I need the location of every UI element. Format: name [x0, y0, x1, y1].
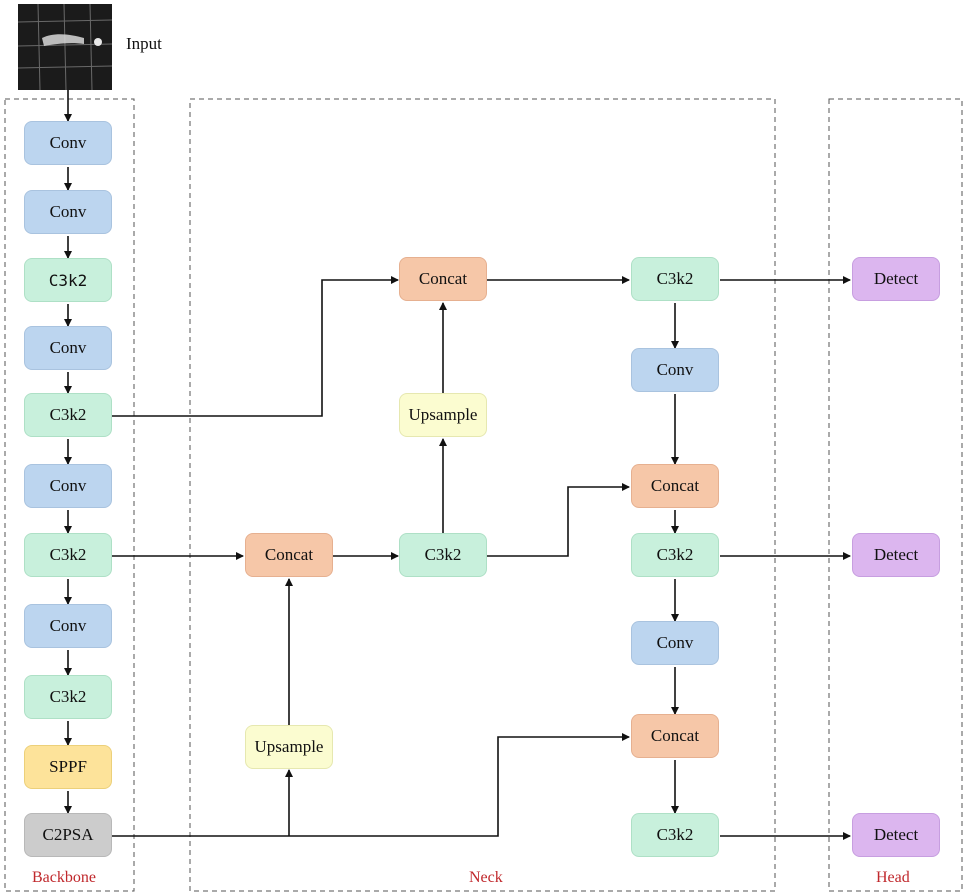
neck-c3k2-low-out[interactable]: C3k2 [631, 813, 719, 857]
neck-conv-top-out[interactable]: Conv [631, 348, 719, 392]
neck-conv-mid-out[interactable]: Conv [631, 621, 719, 665]
arrow-c3k2-to-concat-mid-out [487, 483, 630, 557]
backbone-frame [4, 98, 135, 892]
backbone-c3k2-4[interactable]: C3k2 [24, 675, 112, 719]
arrow-c3k2-to-concat-top [112, 276, 399, 417]
backbone-conv-2[interactable]: Conv [24, 190, 112, 234]
head-frame [828, 98, 963, 892]
backbone-conv-5[interactable]: Conv [24, 604, 112, 648]
neck-upsample-low[interactable]: Upsample [245, 725, 333, 769]
head-detect-1[interactable]: Detect [852, 257, 940, 301]
backbone-c2psa[interactable]: C2PSA [24, 813, 112, 857]
backbone-c3k2-3[interactable]: C3k2 [24, 533, 112, 577]
head-detect-2[interactable]: Detect [852, 533, 940, 577]
backbone-sppf[interactable]: SPPF [24, 745, 112, 789]
backbone-conv-4[interactable]: Conv [24, 464, 112, 508]
neck-concat-low-out[interactable]: Concat [631, 714, 719, 758]
arrow-c2psa-line [112, 733, 630, 837]
neck-c3k2-top-out[interactable]: C3k2 [631, 257, 719, 301]
neck-frame [189, 98, 776, 892]
neck-concat-mid-out[interactable]: Concat [631, 464, 719, 508]
backbone-conv-1[interactable]: Conv [24, 121, 112, 165]
backbone-c3k2-1[interactable]: C3k2 [24, 258, 112, 302]
head-detect-3[interactable]: Detect [852, 813, 940, 857]
input-label: Input [126, 34, 162, 53]
neck-concat-mid[interactable]: Concat [245, 533, 333, 577]
input-image [18, 4, 112, 90]
neck-c3k2-mid[interactable]: C3k2 [399, 533, 487, 577]
neck-concat-top[interactable]: Concat [399, 257, 487, 301]
neck-upsample-high[interactable]: Upsample [399, 393, 487, 437]
backbone-conv-3[interactable]: Conv [24, 326, 112, 370]
backbone-c3k2-2[interactable]: C3k2 [24, 393, 112, 437]
section-label-neck: Neck [469, 869, 503, 886]
neck-c3k2-mid-out[interactable]: C3k2 [631, 533, 719, 577]
section-label-backbone: Backbone [32, 869, 96, 886]
section-label-head: Head [876, 869, 910, 886]
